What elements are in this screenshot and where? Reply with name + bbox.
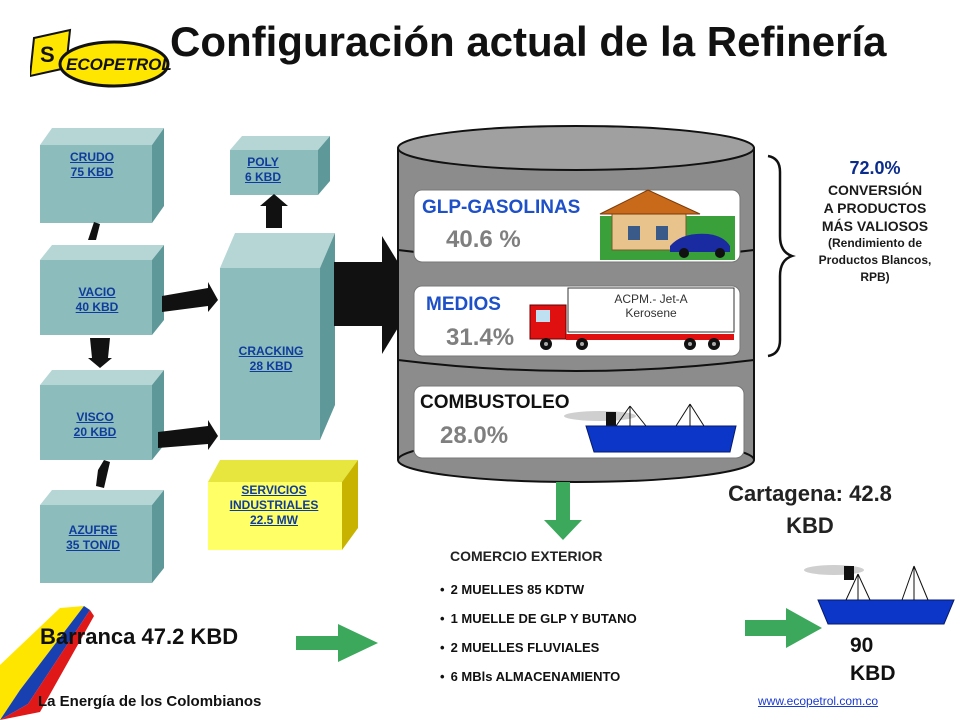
logo-wordmark: ECOPETROL (66, 55, 172, 74)
crudo-label: CRUDO 75 KBD (70, 150, 114, 179)
conversion-brace (767, 154, 796, 358)
comercio-item: 2 MUELLES 85 KDTW (440, 582, 585, 597)
barranca-label: Barranca 47.2 KBD (40, 624, 239, 649)
box-vacio (40, 245, 164, 335)
house-car-image (599, 189, 735, 260)
box-poly (230, 136, 330, 195)
box-cracking (220, 233, 335, 440)
box-servicios (208, 460, 358, 550)
glp-name: GLP-GASOLINAS (422, 197, 581, 218)
comercio-item: 6 MBls ALMACENAMIENTO (440, 669, 621, 684)
green-arrows (296, 482, 822, 662)
cartagena-label: Cartagena: 42.8 KBD (728, 481, 892, 538)
footer-url-link[interactable]: www.ecopetrol.com.co (758, 694, 879, 708)
page-title: Configuración actual de la Refinería (170, 18, 887, 65)
export-total: 90 KBD (850, 634, 896, 685)
box-visco (40, 370, 164, 460)
ecopetrol-logo: S ECOPETROL (28, 28, 172, 92)
azufre-label: AZUFRE 35 TON/D (66, 523, 120, 552)
svg-text:S: S (40, 42, 55, 67)
combustoleo-value: 28.0% (440, 422, 509, 449)
comercio-item: 1 MUELLE DE GLP Y BUTANO (440, 611, 637, 626)
conversion-pct: 72.0% (849, 158, 901, 178)
truck-image (529, 287, 735, 350)
comercio-title: COMERCIO EXTERIOR (450, 548, 603, 564)
servicios-label: SERVICIOS INDUSTRIALES 22.5 MW (229, 483, 319, 527)
conversion-block: 72.0% CONVERSIÓN A PRODUCTOS MÁS VALIOSO… (790, 158, 960, 286)
comercio-item: 2 MUELLES FLUVIALES (440, 640, 600, 655)
vacio-label: VACIO 40 KBD (75, 285, 119, 314)
ship-image (564, 403, 737, 453)
flag-decoration (0, 606, 94, 720)
export-ship-image (804, 565, 955, 625)
box-crudo (40, 128, 164, 223)
footer-slogan: La Energía de los Colombianos (38, 693, 262, 710)
poly-label: POLY 6 KBD (244, 155, 281, 184)
truck-label: ACPM.- Jet-A Kerosene (614, 292, 688, 320)
medios-name: MEDIOS (426, 294, 501, 315)
glp-value: 40.6 % (446, 226, 521, 253)
cracking-label: CRACKING 28 KBD (238, 344, 304, 373)
combustoleo-name: COMBUSTOLEO (420, 392, 570, 413)
visco-label: VISCO 20 KBD (73, 410, 117, 439)
medios-value: 31.4% (446, 324, 515, 351)
box-azufre (40, 490, 164, 583)
